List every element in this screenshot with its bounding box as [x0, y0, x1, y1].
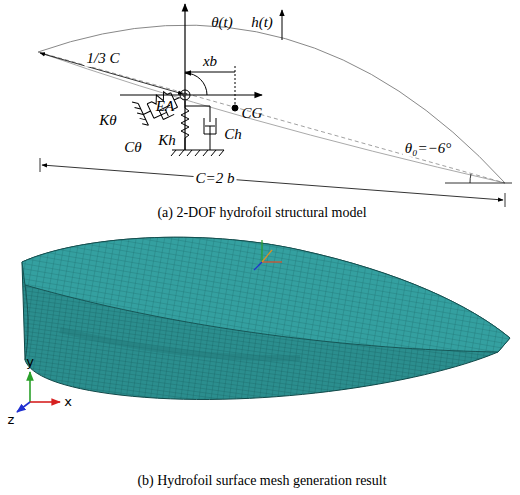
heave-label: h(t) [251, 14, 273, 31]
pitch-label: θ(t) [211, 14, 233, 31]
offset-label: xb [203, 53, 217, 70]
coordinate-axes [120, 4, 262, 150]
center-of-gravity-label: CG [242, 105, 263, 122]
spring-label: Kθ [99, 112, 116, 129]
axis-triad [17, 372, 60, 412]
damper-label: Ch [224, 126, 242, 143]
damper-label: Cθ [124, 139, 141, 156]
axis-label: y [26, 355, 34, 369]
dimension-label: 1/3 C [85, 50, 122, 67]
spring-label: Kh [158, 132, 176, 149]
axis-label: x [64, 395, 72, 409]
dimension-label: C=2 b [194, 170, 237, 187]
pitch-angle [445, 174, 512, 183]
figure-caption: (b) Hydrofoil surface mesh generation re… [137, 473, 386, 488]
figure-caption: (a) 2-DOF hydrofoil structural model [157, 205, 366, 220]
hydrofoil-mesh [22, 237, 510, 399]
angle-label: θ₀=−6° [403, 140, 453, 157]
chord-dimension [40, 158, 505, 207]
heave-spring-damper [171, 101, 224, 156]
torsion-spring-damper [132, 83, 185, 128]
hydrofoil-section [38, 25, 505, 183]
axis-label: z [8, 413, 15, 427]
elastic-axis-label: EA [156, 98, 174, 115]
mesh-origin-triad [254, 240, 282, 270]
motion-marks [185, 10, 282, 111]
